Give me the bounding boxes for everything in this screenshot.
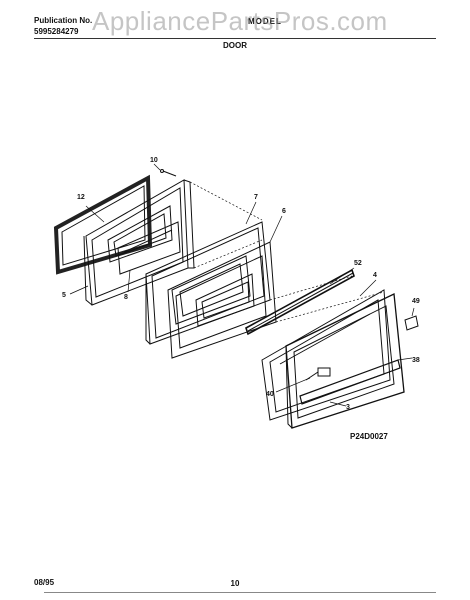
callout-7: 7: [254, 194, 258, 201]
trim-strip-part: [245, 268, 355, 336]
callout-3: 3: [346, 404, 350, 411]
window-glass-part: [117, 221, 181, 275]
footer-date: 08/95: [34, 578, 55, 587]
publication-label: Publication No.: [34, 16, 93, 25]
callout-8: 8: [124, 294, 128, 301]
callout-4: 4: [373, 272, 377, 279]
handle-end-cap-part: [404, 315, 419, 331]
publication-number: 5995284279: [34, 27, 79, 36]
callout-6: 6: [282, 208, 286, 215]
outer-door-frame-part: [285, 293, 405, 429]
screw-part: [160, 169, 177, 177]
header-rule: [34, 38, 436, 39]
callout-49: 49: [412, 298, 420, 305]
footer-rule: [44, 592, 436, 593]
callout-40: 40: [266, 391, 274, 398]
callout-12: 12: [77, 194, 85, 201]
diagram-code: P24D0027: [350, 432, 388, 441]
callout-38: 38: [412, 357, 420, 364]
callout-5: 5: [62, 292, 66, 299]
section-title: DOOR: [223, 41, 247, 50]
leader-lines: [69, 163, 415, 407]
watermark: AppliancePartsPros.com: [92, 6, 388, 36]
inner-door-frame-part: [83, 179, 195, 306]
callout-52: 52: [354, 260, 362, 267]
door-gasket-part: [53, 174, 153, 275]
model-number: MODEL: [248, 17, 282, 26]
page-number: 10: [230, 579, 240, 588]
callout-10: 10: [150, 157, 158, 164]
